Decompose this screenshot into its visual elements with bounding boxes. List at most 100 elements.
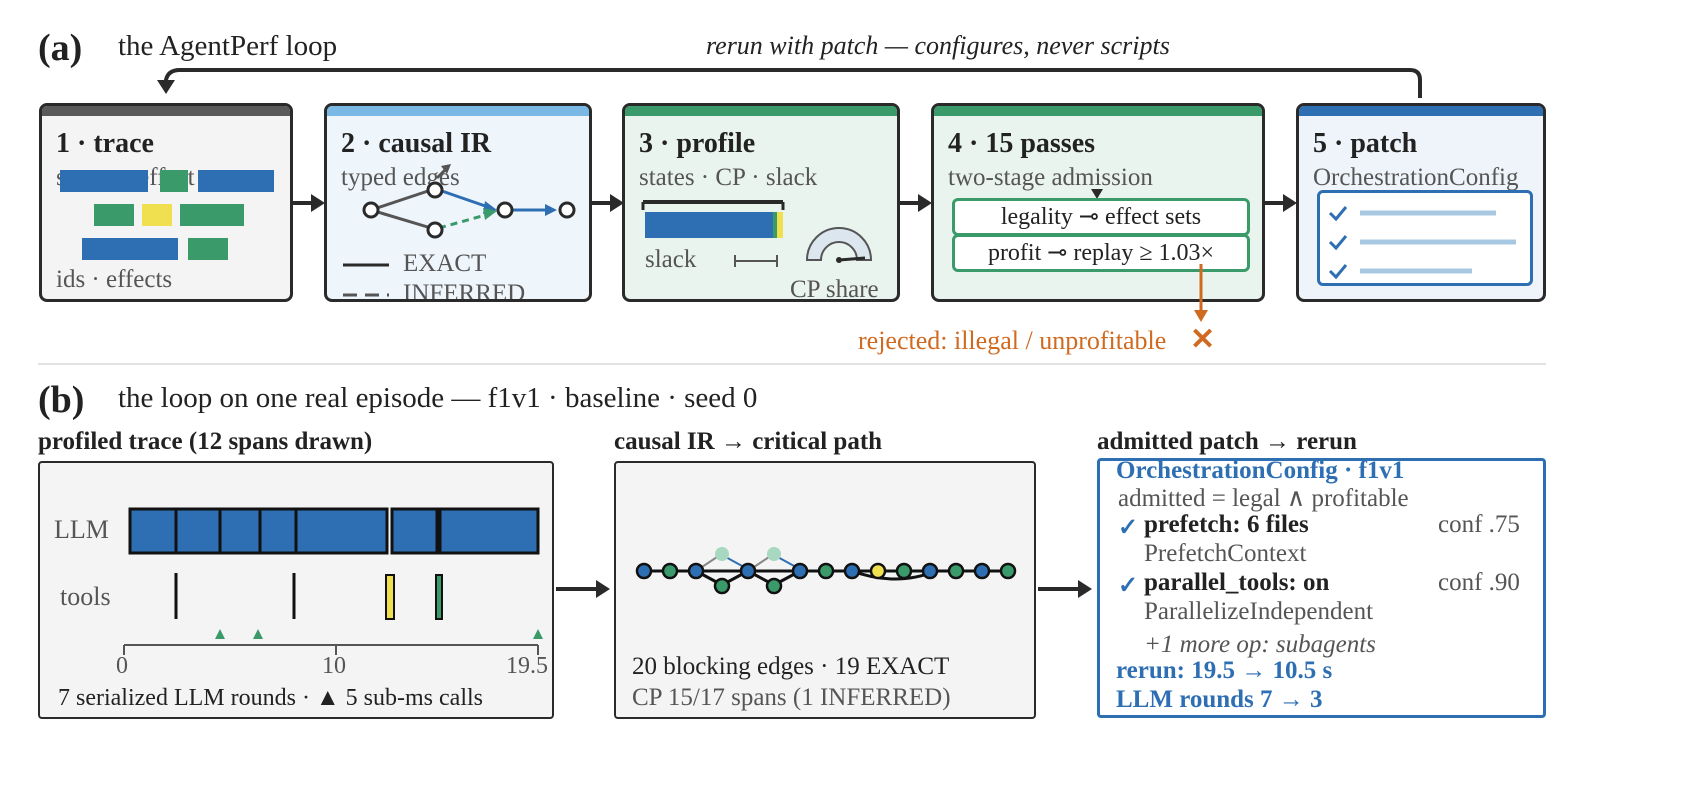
graph-node: [765, 577, 783, 595]
stage-bar: [1299, 106, 1543, 116]
graph-node: [715, 547, 729, 561]
stage-subtitle: states · CP · slack: [639, 164, 818, 191]
legend-exact: EXACT: [403, 250, 487, 277]
config-title: OrchestrationConfig · f1v1: [1116, 458, 1405, 484]
llm-span: [438, 507, 540, 555]
llm-spans: [128, 507, 540, 555]
stage-title: 4 · 15 passes: [948, 128, 1096, 159]
causal-graph: [343, 164, 576, 297]
graph-node: [999, 562, 1017, 580]
stage-bar: [625, 106, 897, 116]
stage-title: 2 · causal IR: [341, 128, 492, 159]
panel-b-label: (b): [38, 379, 85, 421]
blocking-edges-stat: 20 blocking edges · 19 EXACT: [632, 653, 950, 680]
trace-spans: [60, 170, 274, 260]
graph-node: [713, 577, 731, 595]
feedback-label: rerun with patch — configures, never scr…: [706, 31, 1170, 60]
row-label-llm: LLM: [54, 515, 109, 544]
stage-bar: [42, 106, 290, 116]
trace-caption: 7 serialized LLM rounds · ▲ 5 sub-ms cal…: [58, 685, 484, 711]
axis-tick-end: 19.5 s: [506, 653, 552, 679]
flow-arrow: [592, 194, 624, 212]
op-pass: ParallelizeIndependent: [1144, 598, 1374, 625]
axis-tick-10: 10: [322, 653, 346, 679]
graph-node: [817, 562, 835, 580]
flow-arrow: [1038, 580, 1092, 598]
tool-spans: [174, 573, 443, 620]
stage-bar: [934, 106, 1262, 116]
flow-arrow: [556, 580, 610, 598]
critical-path-graph: [635, 547, 1017, 595]
trace-timeline: [123, 507, 543, 655]
check-icon: ✓: [1118, 515, 1139, 541]
more-ops: +1 more op: subagents: [1144, 631, 1376, 658]
stage-title: 3 · profile: [639, 128, 756, 159]
patch-heading: admitted patch → rerun: [1097, 428, 1357, 455]
stage-passes: 4 · 15 passes two-stage admission legali…: [931, 103, 1265, 302]
legend-inferred: INFERRED: [403, 280, 526, 302]
tool-span: [385, 574, 395, 620]
llm-span: [294, 507, 389, 555]
check-icon: ✓: [1118, 573, 1139, 599]
flow-arrow: [900, 194, 932, 212]
graph-node: [635, 562, 653, 580]
tool-span: [435, 574, 443, 620]
sub-ms-markers: [215, 629, 543, 639]
graph-node: [921, 562, 939, 580]
profile-viz: [641, 200, 873, 267]
llm-span: [128, 507, 178, 555]
down-arrow-icon: [1091, 189, 1103, 199]
patch-card: OrchestrationConfig · f1v1 admitted = le…: [1097, 458, 1546, 718]
sub-ms-marker: [215, 629, 225, 639]
row-label-tools: tools: [60, 582, 111, 611]
graph-node: [687, 562, 705, 580]
graph-node: [661, 562, 679, 580]
stage-patch: 5 · patch OrchestrationConfig: [1296, 103, 1546, 302]
cp-share-label: CP share: [790, 276, 879, 302]
trace-heading: profiled trace (12 spans drawn): [38, 428, 373, 455]
admitted-rule: admitted = legal ∧ profitable: [1118, 485, 1409, 512]
panel-b-title: the loop on one real episode — f1v1 · ba…: [118, 382, 758, 414]
graph-node: [767, 547, 781, 561]
sub-ms-marker: [253, 629, 263, 639]
rejected-label: rejected: illegal / unprofitable: [858, 326, 1167, 355]
stage-subtitle: OrchestrationConfig: [1313, 164, 1519, 191]
llm-rounds-result: LLM rounds 7 → 3: [1116, 686, 1323, 713]
causal-chart: 20 blocking edges · 19 EXACT CP 15/17 sp…: [614, 461, 1036, 719]
causal-heading: causal IR → critical path: [614, 428, 883, 455]
llm-span: [258, 507, 298, 555]
op-confidence: conf .75: [1438, 511, 1520, 538]
panel-a-label: (a): [38, 27, 83, 69]
stage-title: 5 · patch: [1313, 128, 1418, 159]
stage-profile: 3 · profile states · CP · slack slack CP…: [622, 103, 900, 302]
reject-x-icon: ✕: [1190, 323, 1216, 356]
legality-check: legality ⊸ effect sets: [952, 198, 1250, 236]
op-name: parallel_tools: on: [1144, 569, 1330, 596]
op-pass: PrefetchContext: [1144, 540, 1307, 567]
panel-divider: [38, 363, 1546, 365]
graph-node: [791, 562, 809, 580]
llm-span: [390, 507, 439, 555]
rerun-result: rerun: 19.5 → 10.5 s: [1116, 657, 1333, 684]
op-confidence: conf .90: [1438, 569, 1520, 596]
axis-tick-0: 0: [116, 653, 128, 679]
stage-footer: ids · effects: [56, 266, 173, 293]
op-name: prefetch: 6 files: [1144, 511, 1309, 538]
feedback-arrow: [157, 68, 1422, 98]
sub-ms-marker: [533, 629, 543, 639]
stage-subtitle: two-stage admission: [948, 164, 1153, 191]
graph-node: [947, 562, 965, 580]
graph-node: [869, 562, 887, 580]
graph-node: [739, 562, 757, 580]
flow-arrow: [293, 194, 325, 212]
graph-node: [895, 562, 913, 580]
trace-chart: LLM tools 0 10 19.5: [38, 461, 554, 719]
patch-config-card: [1317, 190, 1533, 286]
config-lines: [1328, 206, 1516, 280]
graph-node: [843, 562, 861, 580]
cp-spans-stat: CP 15/17 spans (1 INFERRED): [632, 684, 951, 711]
flow-arrow: [1265, 194, 1297, 212]
time-axis: [123, 644, 539, 655]
stage-title: 1 · trace: [56, 128, 154, 159]
reject-arrow: [1194, 264, 1208, 322]
